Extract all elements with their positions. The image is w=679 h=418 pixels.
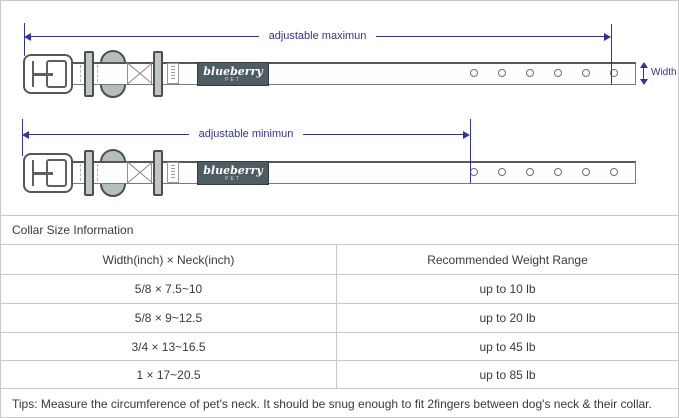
arrowhead-down-icon [639,79,648,85]
header-weight: Recommended Weight Range [427,252,588,267]
arrowhead-right-icon [463,130,470,139]
weight-cell: up to 85 lb [479,367,536,382]
logo-subtext: PET [225,175,241,182]
collar-hole [498,168,506,176]
width-label: Width [651,67,677,78]
keeper-loop [84,51,94,97]
collar-hole [554,168,562,176]
stitch-line [97,65,98,82]
stitch-line [80,65,81,82]
collar-hole [470,69,478,77]
logo-subtext: PET [225,76,241,83]
table-row: 1 × 17~20.5 up to 85 lb [1,360,678,388]
width-dimension-arrow [639,62,648,85]
table-title: Collar Size Information [1,215,678,244]
size-cell: 5/8 × 9~12.5 [1,304,337,332]
table-header-row: Width(inch) × Neck(inch) Recommended Wei… [1,244,678,274]
weight-cell: up to 45 lb [479,339,536,354]
adjustable-minimum-dimension: adjustable minimun [22,127,470,141]
collar-hole [582,168,590,176]
buckle-prong [32,172,53,175]
size-cell: 1 × 17~20.5 [1,361,337,388]
keeper-loop [153,51,163,97]
collar-hole [610,168,618,176]
table-tips: Tips: Measure the circumference of pet's… [1,388,678,417]
arrowhead-left-icon [24,32,31,41]
keeper-loop [84,150,94,196]
buckle [23,54,73,94]
blueberry-logo: blueberry PET [197,62,269,86]
collar-hole [582,69,590,77]
stitch-line [97,164,98,181]
adjustable-maximum-dimension: adjustable maximun [24,29,611,43]
collar-hole [526,168,534,176]
arrowhead-up-icon [639,62,648,68]
table-row: 5/8 × 9~12.5 up to 20 lb [1,303,678,332]
size-cell: 5/8 × 7.5~10 [1,275,337,303]
blueberry-logo: blueberry PET [197,161,269,185]
dimension-line [611,24,612,85]
stitch-line [80,164,81,181]
adjustable-maximum-label: adjustable maximun [258,29,377,42]
table-row: 3/4 × 13~16.5 up to 45 lb [1,332,678,360]
collar-hole [526,69,534,77]
keeper-loop [153,150,163,196]
dimension-line [470,119,471,183]
collar-hole [470,168,478,176]
adjustable-minimum-label: adjustable minimun [188,127,304,140]
collar-hole [554,69,562,77]
logo-text: blueberry [203,163,263,177]
buckle-prong [32,73,53,76]
buckle [23,153,73,193]
arrowhead-right-icon [604,32,611,41]
x-stitch-box [127,162,152,183]
x-stitch-box [127,63,152,84]
weight-cell: up to 10 lb [479,282,536,296]
table-row: 5/8 × 7.5~10 up to 10 lb [1,274,678,303]
header-size: Width(inch) × Neck(inch) [1,245,337,274]
collar-hole [498,69,506,77]
brand-tag [167,162,179,183]
logo-text: blueberry [203,64,263,78]
size-table: Collar Size Information Width(inch) × Ne… [1,215,678,417]
weight-cell: up to 20 lb [479,311,536,325]
arrowhead-left-icon [22,130,29,139]
collar-hole [610,69,618,77]
size-cell: 3/4 × 13~16.5 [1,333,337,360]
brand-tag [167,63,179,84]
